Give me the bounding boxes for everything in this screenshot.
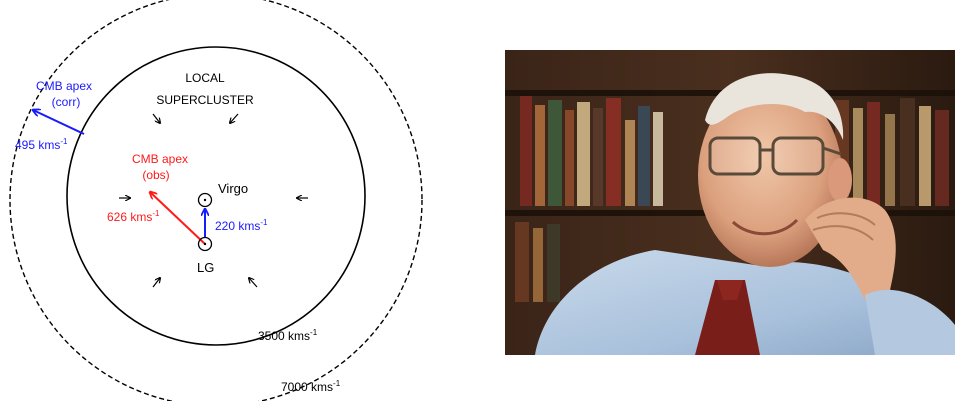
forearm — [865, 289, 955, 355]
supercluster-label: SUPERCLUSTER — [156, 93, 254, 107]
virgo-speed: 220 kms-1 — [215, 218, 268, 233]
supercluster-diagram: LOCAL SUPERCLUSTER CMB apex (corr) 495 k… — [9, 0, 423, 401]
portrait-photo — [505, 50, 955, 355]
infall-arrow — [230, 113, 239, 123]
cmb-obs-speed: 626 kms-1 — [107, 209, 160, 224]
lg-label: LG — [197, 260, 214, 275]
cmb-obs-sub: (obs) — [142, 168, 169, 182]
outer-dashed-circle — [9, 0, 423, 401]
cmb-corr-speed: 495 kms-1 — [15, 137, 68, 152]
infall-arrow — [249, 278, 258, 288]
hair — [705, 73, 844, 140]
inner-radius-label: 3500 kms-1 — [258, 328, 318, 343]
cmb-obs-label: CMB apex — [132, 152, 188, 166]
infall-arrows — [119, 113, 308, 288]
cmb-corr-sub: (corr) — [52, 95, 81, 109]
glasses — [708, 136, 842, 176]
smile — [731, 218, 799, 236]
lg-dot — [203, 242, 207, 246]
cmb-corr-arrow — [33, 110, 85, 135]
local-supercluster-circle — [66, 46, 366, 346]
virgo-label: Virgo — [218, 181, 248, 196]
portrait-illustration — [505, 50, 955, 355]
local-label: LOCAL — [185, 71, 225, 85]
cmb-obs-arrow — [150, 192, 206, 245]
virgo-marker — [197, 192, 213, 208]
infall-arrow — [152, 113, 160, 123]
infall-arrow — [152, 278, 160, 288]
tie — [695, 280, 760, 355]
lg-marker — [197, 236, 213, 252]
virgo-dot — [203, 198, 207, 202]
cmb-corr-label: CMB apex — [36, 79, 92, 93]
outer-radius-label: 7000 kms-1 — [281, 379, 341, 394]
